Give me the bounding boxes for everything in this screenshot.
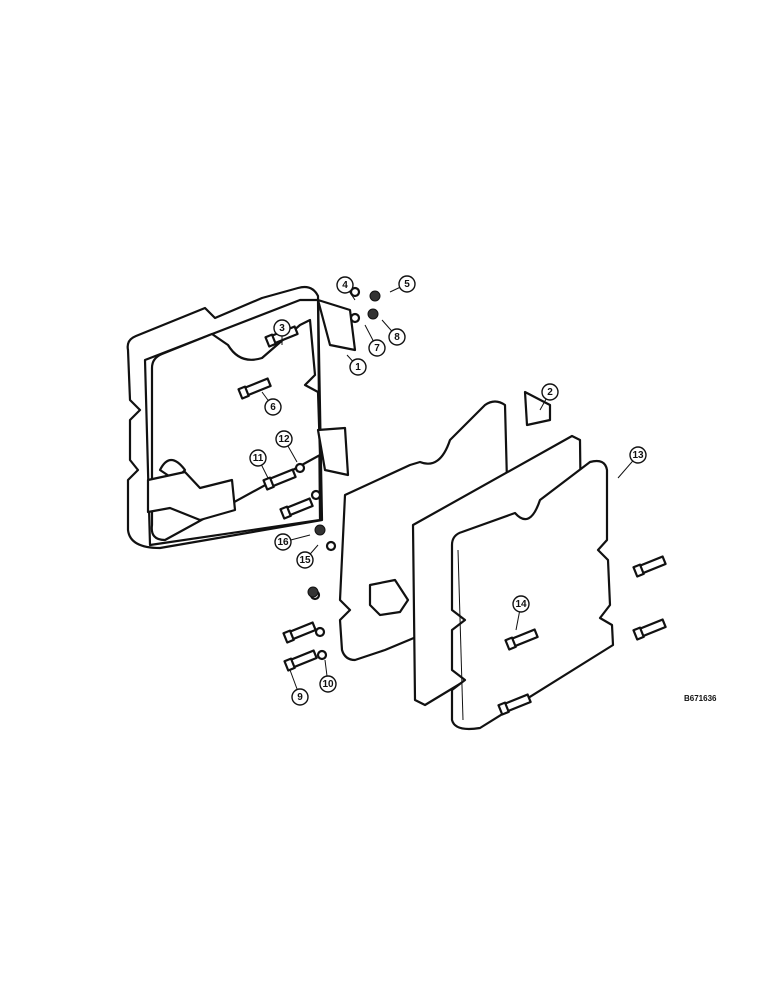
- washer: [310, 489, 322, 501]
- nut: [367, 308, 379, 320]
- callout-1: 1: [349, 358, 367, 376]
- drawing-reference-code: B671636: [684, 694, 717, 703]
- callout-7: 7: [368, 339, 386, 357]
- callout-number: 6: [270, 402, 276, 413]
- callout-number: 13: [632, 450, 644, 461]
- callout-number: 7: [374, 343, 380, 354]
- nut: [314, 524, 326, 536]
- callout-number: 10: [322, 679, 334, 690]
- washer: [316, 649, 328, 661]
- callout-13: 13: [629, 446, 647, 464]
- callout-number: 2: [547, 387, 553, 398]
- bolt: [237, 377, 272, 400]
- callout-number: 3: [279, 323, 285, 334]
- callout-11: 11: [249, 449, 267, 467]
- callout-6: 6: [264, 398, 282, 416]
- callout-number: 16: [277, 537, 289, 548]
- callout-3: 3: [273, 319, 291, 337]
- callout-4: 4: [336, 276, 354, 294]
- washer: [314, 626, 326, 638]
- callout-number: 11: [253, 453, 264, 464]
- callout-number: 1: [355, 362, 361, 373]
- bolt: [262, 468, 297, 491]
- washer: [349, 286, 361, 298]
- callout-8: 8: [388, 328, 406, 346]
- callout-15: 15: [296, 551, 314, 569]
- callout-number: 8: [394, 332, 400, 343]
- callout-16: 16: [274, 533, 292, 551]
- bolt: [283, 649, 318, 672]
- bolt: [504, 628, 539, 651]
- callout-2: 2: [541, 383, 559, 401]
- mounting-bracket-lower: [368, 578, 410, 617]
- callout-number: 15: [299, 555, 311, 566]
- callout-number: 9: [297, 692, 303, 703]
- callout-number: 12: [278, 434, 290, 445]
- washer: [325, 540, 337, 552]
- callout-10: 10: [319, 675, 337, 693]
- bolt: [632, 555, 667, 578]
- callout-number: 14: [515, 599, 527, 610]
- callout-number: 4: [342, 280, 348, 291]
- callout-number: 5: [404, 279, 410, 290]
- front-weight: [450, 459, 615, 731]
- callout-12: 12: [275, 430, 293, 448]
- nut: [307, 586, 319, 598]
- left-weight-assembly: [126, 285, 357, 550]
- washer: [349, 312, 361, 324]
- bolt: [632, 618, 667, 641]
- callout-5: 5: [398, 275, 416, 293]
- callout-14: 14: [512, 595, 530, 613]
- nut: [369, 290, 381, 302]
- bolt: [279, 497, 314, 520]
- callout-9: 9: [291, 688, 309, 706]
- bolt: [497, 693, 532, 716]
- washer: [294, 462, 306, 474]
- bolt: [282, 621, 317, 644]
